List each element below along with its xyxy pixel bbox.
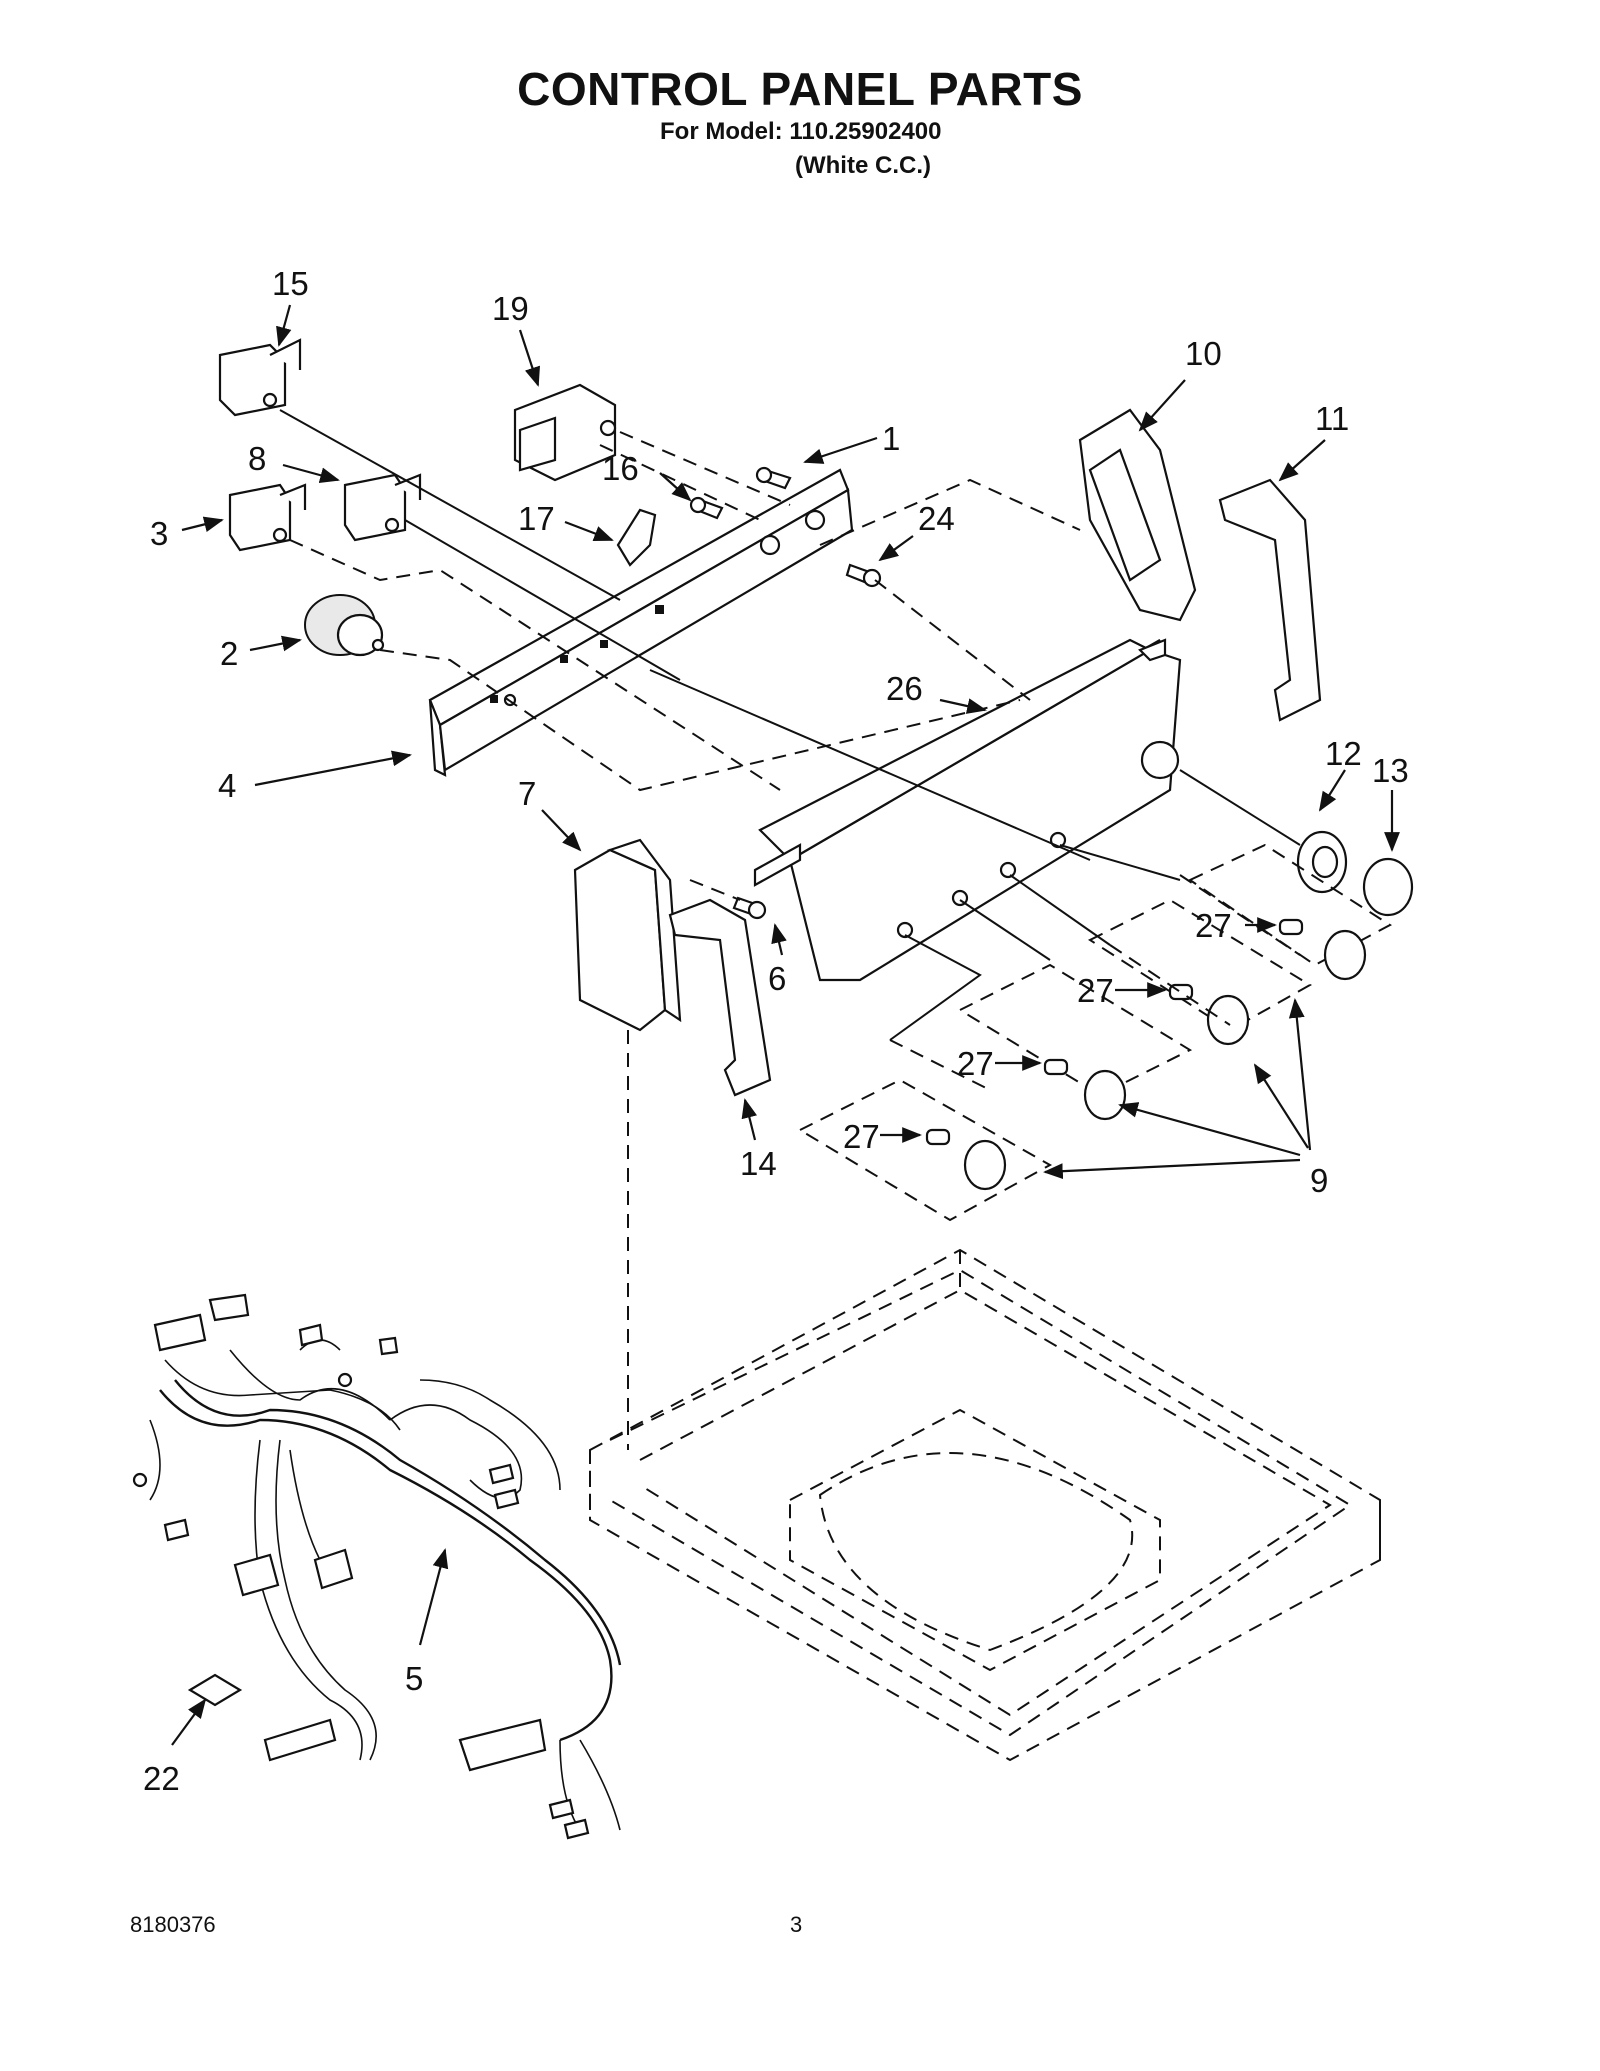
console-bracket-part-4 <box>428 468 854 777</box>
callout-1: 1 <box>882 420 900 457</box>
document-number: 8180376 <box>130 1912 216 1937</box>
switch-part-19 <box>513 383 617 482</box>
callout-24: 24 <box>918 500 955 537</box>
cabinet-top-outline <box>589 1248 1381 1762</box>
callout-19: 19 <box>492 290 529 327</box>
switch-part-15 <box>218 338 302 417</box>
knob-skirt-part-12 <box>1296 830 1348 894</box>
knob-set-3 <box>957 963 1193 1121</box>
knob-part-13 <box>1362 857 1414 917</box>
knob-set-1 <box>1187 843 1392 981</box>
page-number: 3 <box>790 1912 803 1937</box>
callout-22: 22 <box>143 1760 180 1797</box>
callout-14: 14 <box>740 1145 777 1182</box>
callout-2: 2 <box>220 635 238 672</box>
screw-part-1 <box>755 466 792 490</box>
callout-27-a: 27 <box>1195 907 1232 944</box>
callout-9: 9 <box>1310 1162 1328 1199</box>
assembly-lines <box>279 409 1301 1091</box>
switch-part-8 <box>343 473 422 542</box>
screw-part-6 <box>732 896 767 920</box>
callout-16: 16 <box>602 450 639 487</box>
callout-27-b: 27 <box>1077 972 1114 1009</box>
callout-labels: 15 19 1 8 16 3 17 24 2 10 11 26 4 12 13 … <box>143 265 1409 1797</box>
timer-part-2 <box>304 594 385 657</box>
sensor-part-22 <box>187 1673 337 1762</box>
end-cap-left-part-7 <box>573 838 682 1032</box>
switch-part-3 <box>228 483 307 552</box>
screw-part-16 <box>689 496 724 520</box>
screw-part-24 <box>845 563 882 588</box>
callout-7: 7 <box>518 775 536 812</box>
wire-harness-part-5 <box>132 1293 622 1840</box>
knob-set-4 <box>797 1078 1053 1222</box>
callout-4: 4 <box>218 767 236 804</box>
callout-17: 17 <box>518 500 555 537</box>
callout-27-c: 27 <box>957 1045 994 1082</box>
callout-27-d: 27 <box>843 1118 880 1155</box>
callout-12: 12 <box>1325 735 1362 772</box>
side-trim-left-part-14 <box>668 898 772 1097</box>
callout-26: 26 <box>886 670 923 707</box>
callout-arrows <box>171 304 1400 1746</box>
callout-10: 10 <box>1185 335 1222 372</box>
callout-8: 8 <box>248 440 266 477</box>
callout-5: 5 <box>405 1660 423 1697</box>
callout-6: 6 <box>768 960 786 997</box>
callout-15: 15 <box>272 265 309 302</box>
end-cap-right-part-10 <box>1078 408 1197 622</box>
side-trim-right-part-11 <box>1218 478 1322 722</box>
console-panel-part-26 <box>753 638 1182 982</box>
callout-11: 11 <box>1315 400 1349 437</box>
bracket-part-17 <box>616 508 657 567</box>
variant-line: (White C.C.) <box>795 152 931 179</box>
callout-3: 3 <box>150 515 168 552</box>
page-title: CONTROL PANEL PARTS <box>517 63 1083 115</box>
model-line: For Model: 110.25902400 <box>660 118 942 145</box>
callout-13: 13 <box>1372 752 1409 789</box>
